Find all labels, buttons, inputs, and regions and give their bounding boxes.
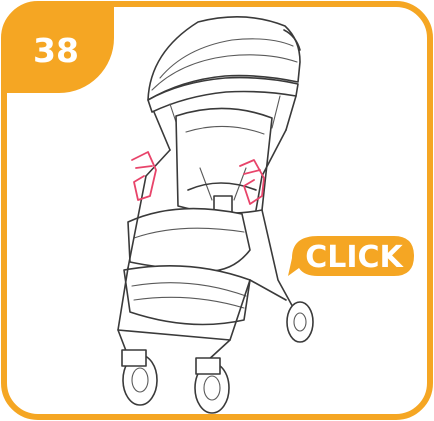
click-callout: CLICK	[288, 236, 414, 276]
step-number: 38	[33, 31, 79, 70]
click-label: CLICK	[305, 240, 404, 275]
